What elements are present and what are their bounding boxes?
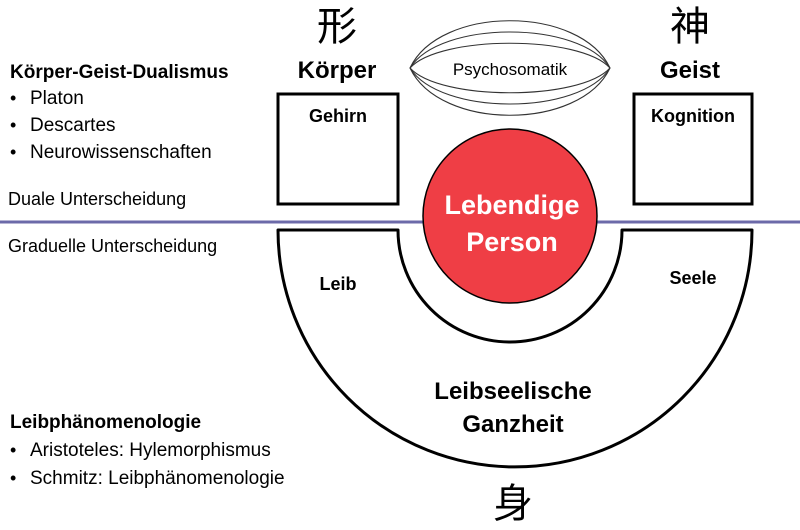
connector-arc [409, 67, 611, 116]
leib-label: Leib [319, 274, 356, 294]
dualism-item: Neurowissenschaften [30, 142, 212, 163]
leibseelische-ganzheit-ring [276, 228, 754, 469]
cognition-box [632, 92, 754, 206]
gradual-distinction-label: Graduelle Unterscheidung [8, 236, 217, 256]
dual-distinction-label: Duale Unterscheidung [8, 189, 186, 209]
seele-label: Seele [669, 268, 716, 288]
connector-arc [409, 20, 611, 69]
dualism-bullet: • [10, 115, 16, 135]
psychosomatik-connector [409, 20, 611, 116]
phenomenology-item: Aristoteles: Hylemorphismus [30, 440, 271, 461]
brain-box-label: Gehirn [309, 106, 367, 126]
phenomenology-heading: Leibphänomenologie [10, 412, 201, 433]
psychosomatik-label-bg [442, 57, 578, 79]
leibseelische-ganzheit-line1: Leibseelische [434, 378, 591, 405]
leibseelische-ganzheit-line2: Ganzheit [462, 411, 563, 438]
connector-arc [409, 31, 611, 69]
mind-title: Geist [660, 57, 720, 84]
living-person-label-line2: Person [466, 227, 558, 257]
living-person-circle [422, 128, 598, 304]
cognition-box-label: Kognition [651, 106, 735, 126]
dualism-item: Descartes [30, 115, 116, 136]
dualism-item: Platon [30, 88, 84, 109]
living-person-label-line1: Lebendige [444, 190, 579, 220]
connector-arc [409, 42, 611, 69]
phenomenology-bullet: • [10, 440, 16, 460]
connector-arc [409, 67, 611, 105]
dualism-bullet: • [10, 142, 16, 162]
phenomenology-item: Schmitz: Leibphänomenologie [30, 468, 285, 489]
dualism-heading: Körper-Geist-Dualismus [10, 62, 229, 83]
kanji-mind: 神 [670, 4, 710, 50]
kanji-body: 形 [317, 4, 357, 50]
phenomenology-list: • Aristoteles: Hylemorphismus • Schmitz:… [10, 440, 285, 489]
connector-arc [409, 67, 611, 94]
kanji-whole: 身 [493, 481, 533, 527]
brain-box [276, 92, 400, 206]
phenomenology-bullet: • [10, 468, 16, 488]
body-title: Körper [298, 57, 377, 84]
dualism-list: • Platon • Descartes • Neurowissenschaft… [10, 88, 212, 163]
dualism-bullet: • [10, 88, 16, 108]
psychosomatik-label: Psychosomatik [453, 60, 568, 79]
